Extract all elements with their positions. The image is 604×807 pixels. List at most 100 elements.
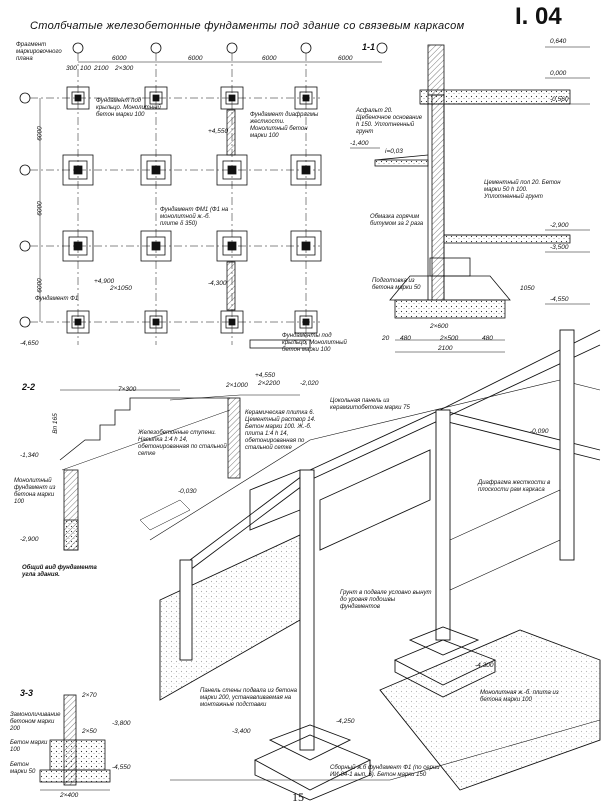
note-concrete2: Бетон марки 50: [10, 762, 36, 775]
plan-span-3: 6000: [262, 55, 277, 62]
plan-vspan-1: 6000: [36, 126, 44, 141]
iso-note-slab: Монолитная ж.-б. плита из бетона марки 1…: [480, 690, 559, 703]
diaphragm-footing-1: [226, 109, 236, 156]
level-0000: 0,000: [550, 70, 567, 77]
iso-caption: Общий вид фундамента угла здания.: [22, 565, 97, 578]
dim-2x50: 2×50: [82, 728, 97, 735]
dim-480b: 480: [482, 335, 493, 342]
plan-dim-3: 2×300: [115, 65, 134, 72]
iso-note-diaphragm: Диафрагма жесткости в плоскости рам карк…: [478, 480, 551, 493]
iso-note-soil: Грунт в подвале условно вынут до уровня …: [340, 590, 432, 610]
dim-vp165: Вп 165: [51, 413, 59, 434]
plan-dim-1: 100: [80, 65, 91, 72]
note-monolith: Монолитный фундамент из бетона марки 100: [14, 478, 56, 505]
section-1-1-label: 1-1: [362, 42, 376, 52]
footing-d2: [290, 154, 322, 186]
level-4550b: -4,550: [112, 764, 131, 771]
sheet-number: I. 04: [515, 3, 562, 30]
note-cement-floor: Цементный пол 20. Бетон марки 50 h 100. …: [484, 180, 561, 200]
plan-dim-12: 2×1050: [110, 285, 132, 292]
section-3-3: [39, 694, 111, 791]
section-1-1: [350, 44, 590, 353]
dim-2x70: 2×70: [82, 692, 97, 699]
plan-dim-2: 2100: [94, 65, 109, 72]
footing-a4: [66, 310, 90, 334]
plan-note-porch: Фундамент под крыльцо. Монолитный бетон …: [96, 98, 161, 118]
note-tile: Керамическая плитка 6. Цементный раствор…: [245, 410, 316, 451]
footing-a2: [62, 154, 94, 186]
note-prep: Подготовка из бетона марки 50: [372, 278, 421, 291]
level-1340: -1,340: [20, 452, 39, 459]
footing-a1: [66, 86, 90, 110]
plan-footings: [62, 86, 322, 349]
footing-b3: [140, 230, 172, 262]
plan-vspan-2: 6000: [36, 201, 44, 216]
level-2900: -2,900: [550, 222, 569, 229]
note-asphalt: Асфальт 20. Щебеночное основание h 150. …: [356, 108, 423, 135]
sheet-title: Столбчатые железобетонные фундаменты под…: [30, 20, 465, 32]
footing-b2: [140, 154, 172, 186]
plan-span-1: 6000: [112, 55, 127, 62]
iso-note-f1: Сборный ж.б фундамент Ф1 (по серии ИИ-04…: [330, 765, 440, 778]
plan-dim-17: +4,550: [255, 372, 276, 379]
footing-c4: [220, 310, 244, 334]
plan-note-diaphragm: Фундамент диафрагмы жесткости. Монолитны…: [250, 112, 319, 139]
plan-fragment-label: Фрагмент маркировочного плана: [16, 42, 62, 62]
plan-span-2: 6000: [188, 55, 203, 62]
footing-c3: [216, 230, 248, 262]
level-0640: 0,640: [550, 38, 567, 45]
iso-level-3400: -3,400: [232, 728, 251, 735]
dim-20a: 20: [382, 335, 390, 342]
iso-note-wall-panel: Панель стены подвала из бетона марки 200…: [200, 688, 298, 708]
plan-dim-11: +4,900: [94, 278, 115, 285]
iso-note-plinth: Цокольная панель из керамзитобетона марк…: [330, 398, 410, 411]
level-3800: -3,800: [112, 720, 131, 727]
dim-slope: i=0,03: [385, 148, 403, 155]
footing-b4: [144, 310, 168, 334]
plan-span-4: 6000: [338, 55, 353, 62]
iso-level-0030: -0,030: [178, 488, 197, 495]
level-2900b: -2,900: [20, 536, 39, 543]
note-stair: Железобетонные ступени. Насыпка 1:4 h 14…: [138, 430, 227, 457]
plan-dim-10: +4,550: [208, 128, 229, 135]
level-1400: -1,400: [350, 140, 369, 147]
footing-c1: [220, 86, 244, 110]
dim-1050: 1050: [520, 285, 535, 292]
porch-footing: [249, 339, 311, 349]
footing-d4: [294, 310, 318, 334]
dim-2100: 2100: [438, 345, 453, 352]
dim-2x1000: 2×1000: [226, 382, 248, 389]
level-2020: -2,020: [300, 380, 319, 387]
level-0560: -0,560: [550, 96, 569, 103]
iso-columns: [179, 329, 575, 751]
plan-note-f1: Фундамент Ф1: [35, 296, 79, 302]
section-2-2-label: 2-2: [22, 382, 36, 392]
section-2-2: [59, 389, 300, 551]
level-4550: -4,550: [550, 296, 569, 303]
iso-level-4250: -4,250: [336, 718, 355, 725]
plan-vspan-3: 6000: [36, 278, 44, 293]
note-bitumen: Обмазка горячим битумом за 2 раза: [370, 214, 424, 227]
iso-level-4300: -4,300: [475, 662, 494, 669]
section-3-3-label: 3-3: [20, 688, 34, 698]
footing-d3: [290, 230, 322, 262]
dim-2x600: 2×600: [430, 323, 449, 330]
plan-note-porch2: Фундаменты под крыльцо. Монолитный бетон…: [282, 333, 347, 353]
plan-dim-16: -4,300: [208, 280, 227, 287]
level-3500: -3,500: [550, 244, 569, 251]
plan-note-fm1: Фундамент ФМ1 (Ф1 на монолитной ж.-б. пл…: [160, 207, 229, 227]
footing-b1: [144, 86, 168, 110]
plan-dim-18: -4,650: [20, 340, 39, 347]
footing-d1: [294, 86, 318, 110]
dim-7x300: 7×300: [118, 386, 137, 393]
iso-level-0090: -0,090: [530, 428, 549, 435]
isometric-view: [139, 329, 601, 801]
dim-480a: 480: [400, 335, 411, 342]
dim-2x500: 2×500: [440, 335, 459, 342]
diaphragm-footing-2: [226, 261, 236, 311]
dim-2x400: 2×400: [60, 792, 79, 799]
plan-dim-0: 300: [66, 65, 77, 72]
footing-a3: [62, 230, 94, 262]
note-backfill: Замоноличивание бетоном марки 200: [10, 712, 61, 732]
